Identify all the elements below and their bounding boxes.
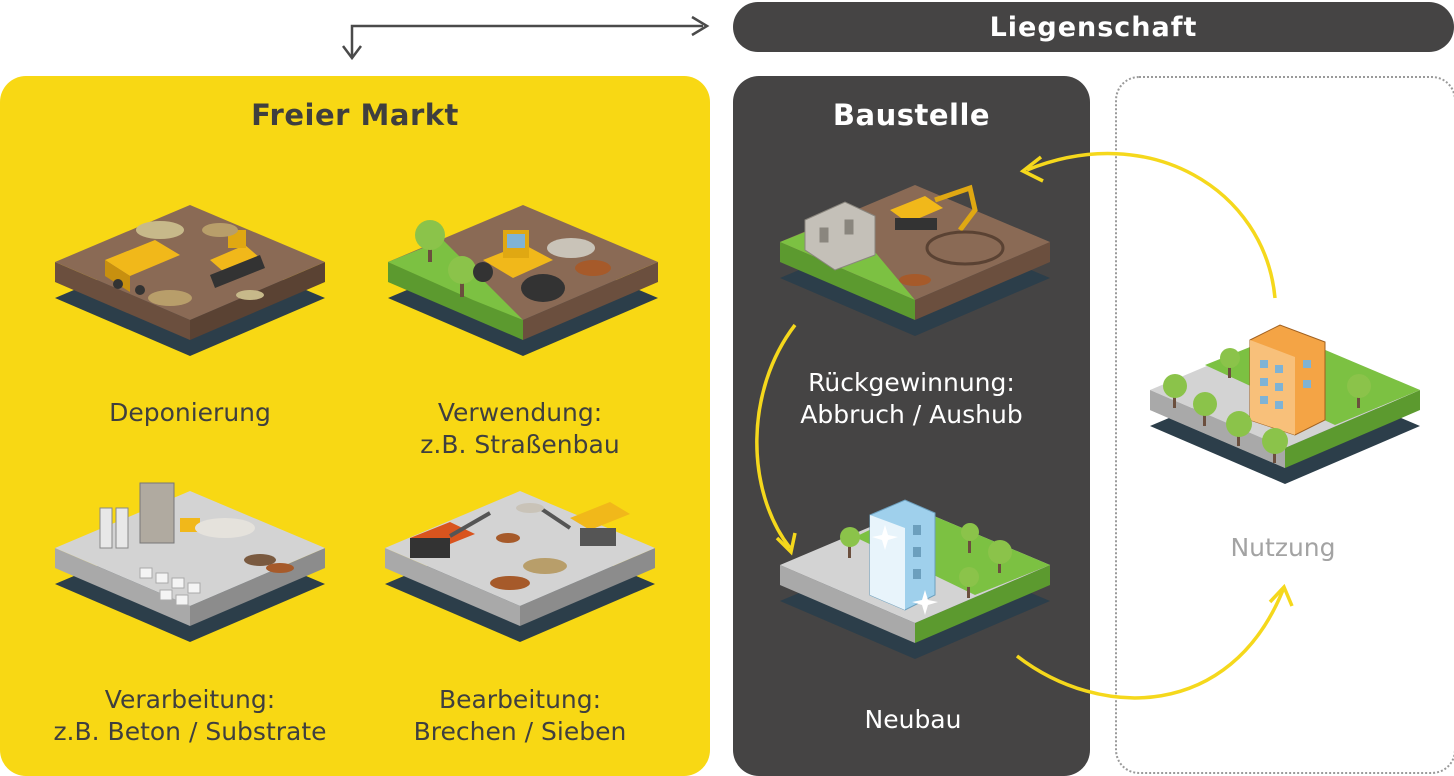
tree-icon <box>1163 348 1371 463</box>
rueckgewinnung-label-line-2: Abbruch / Aushub <box>800 400 1023 429</box>
verwendung-label-line-1: Verwendung: <box>437 398 603 427</box>
verwendung-label-line-2: z.B. Straßenbau <box>420 430 620 459</box>
neubau-illustration <box>780 499 1050 659</box>
sparkle-icon <box>872 525 938 615</box>
tree-icon <box>415 220 476 297</box>
verarbeitung-label-line-1: Verarbeitung: <box>104 685 276 714</box>
rueckgewinnung-label: Rückgewinnung: Abbruch / Aushub <box>763 367 1060 431</box>
top-connector-arrow <box>342 15 710 61</box>
bearbeitung-label-line-1: Bearbeitung: <box>438 685 602 714</box>
verwendung-illustration <box>388 205 658 356</box>
bearbeitung-label: Bearbeitung: Brechen / Sieben <box>400 684 640 748</box>
liegenschaft-title: Liegenschaft <box>989 11 1198 43</box>
freier-markt-panel <box>0 76 710 776</box>
deponierung-label-line-1: Deponierung <box>109 398 271 427</box>
nutzung-label: Nutzung <box>1230 533 1336 562</box>
nutzung-panel <box>1115 76 1454 774</box>
neubau-label: Neubau <box>813 704 1013 736</box>
dump-truck-icon <box>105 240 180 295</box>
bulldozer-icon <box>210 230 265 288</box>
silo-icon <box>99 482 200 549</box>
neubau-label-line-1: Neubau <box>864 705 962 734</box>
apartment-building-icon <box>1249 324 1326 436</box>
road-roller-icon <box>473 230 565 302</box>
liegenschaft-header: Liegenschaft <box>733 2 1454 52</box>
block-stack-icon <box>139 567 201 606</box>
rueckgewinnung-label-line-1: Rückgewinnung: <box>808 368 1015 397</box>
demolished-building-icon <box>804 201 876 271</box>
verarbeitung-label-line-2: z.B. Beton / Substrate <box>53 717 327 746</box>
tree-icon <box>840 523 1012 598</box>
nutzung-illustration <box>1150 324 1420 484</box>
deponierung-illustration <box>55 205 325 356</box>
deponierung-label: Deponierung <box>90 397 290 429</box>
bearbeitung-label-line-2: Brechen / Sieben <box>413 717 627 746</box>
crusher-machine-icon <box>410 511 491 558</box>
bearbeitung-illustration <box>385 491 655 642</box>
freier-markt-title: Freier Markt <box>251 98 459 132</box>
excavator-icon <box>890 184 978 232</box>
baustelle-title: Baustelle <box>832 98 991 132</box>
verarbeitung-label: Verarbeitung: z.B. Beton / Substrate <box>40 684 340 748</box>
rueckgewinnung-illustration <box>780 184 1050 336</box>
screening-machine-icon <box>538 502 630 546</box>
verwendung-label: Verwendung: z.B. Straßenbau <box>400 397 640 461</box>
verarbeitung-illustration <box>55 482 325 642</box>
